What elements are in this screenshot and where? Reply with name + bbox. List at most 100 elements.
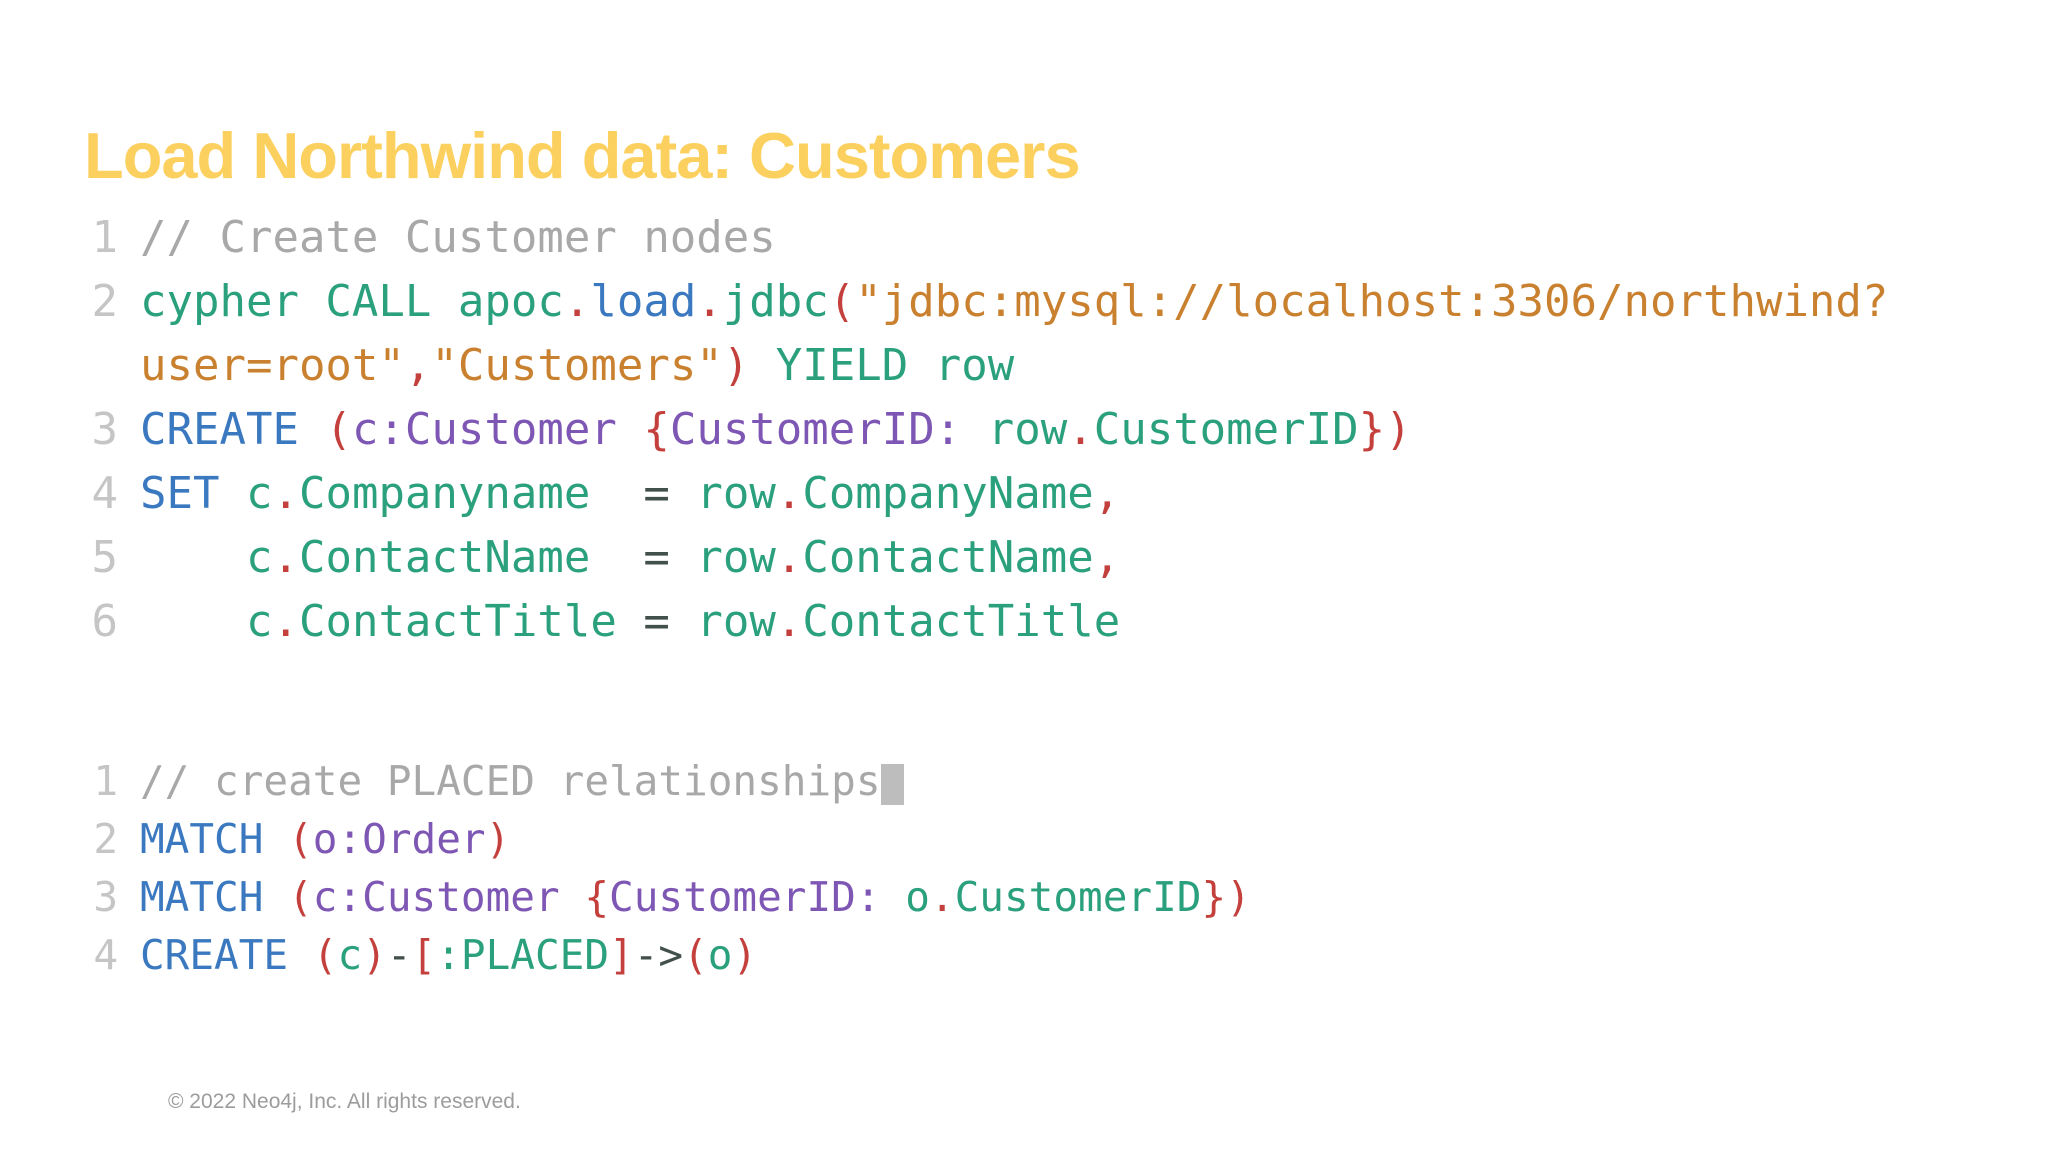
code-token-fn: jdbc — [722, 276, 829, 327]
code-token-fn: c — [245, 596, 273, 647]
line-number: 3 — [93, 873, 118, 921]
code-token-op: = — [590, 532, 670, 583]
code-token-pn: ) — [362, 931, 387, 979]
code-token-lb: c:Customer — [312, 873, 585, 921]
code-token-fn: YIELD row — [749, 340, 1015, 391]
code-token-op: = — [590, 468, 670, 519]
code-line: 6 c.ContactTitle = row.ContactTitle — [88, 590, 1888, 654]
code-token-pn: [ — [411, 931, 437, 979]
code-token-pn: { — [584, 873, 610, 921]
copyright-text: © 2022 Neo4j, Inc. All rights reserved. — [168, 1090, 521, 1113]
code-token-fn: row — [669, 596, 776, 647]
text-cursor — [880, 764, 905, 805]
code-token-pn: . — [696, 276, 723, 327]
code-token-fn: ContactName — [298, 532, 591, 583]
code-token-fn: c — [337, 931, 363, 979]
code-token-str: "Customers" — [431, 340, 723, 391]
code-token-kw: MATCH — [140, 815, 289, 863]
code-token-pn: ( — [683, 931, 708, 979]
code-token-pn: , — [1093, 468, 1121, 519]
code-token-op: - — [386, 931, 412, 979]
code-token-fn: cypher CALL apoc — [140, 276, 564, 327]
code-token-kw: CREATE — [140, 404, 326, 455]
code-token-kw: MATCH — [140, 873, 289, 921]
code-token-fn: row — [961, 404, 1068, 455]
code-token-lb: CustomerID: — [609, 873, 881, 921]
line-number: 1 — [91, 212, 119, 263]
line-number: 4 — [91, 468, 119, 519]
code-token-pn: ( — [288, 815, 313, 863]
code-line: user=root","Customers") YIELD row — [88, 334, 1888, 398]
code-token-pn: . — [272, 532, 299, 583]
code-token-pn: . — [563, 276, 591, 327]
code-token-pn: . — [272, 596, 299, 647]
code-token-pn: ( — [828, 276, 856, 327]
code-token-fn: CompanyName — [802, 468, 1094, 519]
code-token-fn: ContactTitle — [298, 596, 617, 647]
line-number: 2 — [91, 276, 119, 327]
line-number: 3 — [91, 404, 119, 455]
code-token-kw: load — [590, 276, 697, 327]
code-token-fn: o — [880, 873, 930, 921]
line-number: 1 — [93, 757, 118, 805]
code-token-fn: ContactTitle — [802, 596, 1121, 647]
code-token-lb: o:Order — [312, 815, 486, 863]
code-line: 5 c.ContactName = row.ContactName, — [88, 526, 1888, 590]
code-token-pn: , — [404, 340, 432, 391]
code-token-pn: . — [775, 468, 803, 519]
code-token-pn: ( — [288, 873, 313, 921]
code-token-str: "jdbc:mysql://localhost:3306/northwind? — [855, 276, 1889, 327]
code-token-pn: . — [1067, 404, 1094, 455]
code-token-pl — [140, 596, 246, 647]
code-line: 2 MATCH (o:Order) — [88, 810, 1251, 868]
code-token-fn: row — [669, 532, 776, 583]
code-token-fn: c — [245, 532, 273, 583]
line-number: 2 — [93, 815, 118, 863]
code-token-fn: ContactName — [802, 532, 1094, 583]
code-token-pn: . — [929, 873, 955, 921]
code-line: 1 // Create Customer nodes — [88, 206, 1888, 270]
code-token-str: user=root" — [140, 340, 405, 391]
code-token-op: -> — [633, 931, 684, 979]
code-token-kw: CREATE — [140, 931, 313, 979]
code-token-pn: ) — [722, 340, 750, 391]
code-token-fn: Companyname — [298, 468, 591, 519]
code-token-fn: CustomerID — [954, 873, 1202, 921]
line-number: 4 — [93, 931, 118, 979]
code-token-pn: . — [775, 532, 803, 583]
code-token-pn: . — [775, 596, 803, 647]
code-line: 1 // create PLACED relationships — [88, 752, 1251, 810]
code-token-pn: , — [1093, 532, 1121, 583]
line-number: 6 — [91, 596, 119, 647]
code-line: 3 MATCH (c:Customer {CustomerID: o.Custom… — [88, 868, 1251, 926]
code-token-fn: c — [245, 468, 273, 519]
code-token-fn: CustomerID — [1093, 404, 1359, 455]
code-token-kw: SET — [140, 468, 246, 519]
code-token-cm: // create PLACED relationships — [140, 757, 881, 805]
code-token-fn: o — [707, 931, 733, 979]
code-token-op: = — [616, 596, 670, 647]
code-token-pn: ( — [325, 404, 352, 455]
slide-title: Load Northwind data: Customers — [84, 118, 1081, 192]
code-token-pn: ) — [485, 815, 511, 863]
code-block-create-customer-nodes: 1 // Create Customer nodes 2 cypher CALL ap… — [88, 206, 1889, 654]
line-number: 5 — [91, 532, 119, 583]
code-token-pl — [140, 532, 246, 583]
code-token-lb: c:Customer — [351, 404, 644, 455]
code-token-lb: CustomerID: — [669, 404, 962, 455]
code-token-pn: { — [643, 404, 670, 455]
code-token-fn: :PLACED — [436, 931, 610, 979]
code-token-pn: }) — [1358, 404, 1412, 455]
code-token-pn: ] — [609, 931, 634, 979]
code-token-pn: . — [272, 468, 299, 519]
code-token-fn: row — [669, 468, 776, 519]
code-token-cm: // Create Customer nodes — [140, 212, 776, 263]
code-token-pn: ) — [732, 931, 758, 979]
code-token-pn: ( — [312, 931, 338, 979]
code-line: 3 CREATE (c:Customer {CustomerID: row.Cus… — [88, 398, 1888, 462]
code-token-pn: }) — [1201, 873, 1251, 921]
